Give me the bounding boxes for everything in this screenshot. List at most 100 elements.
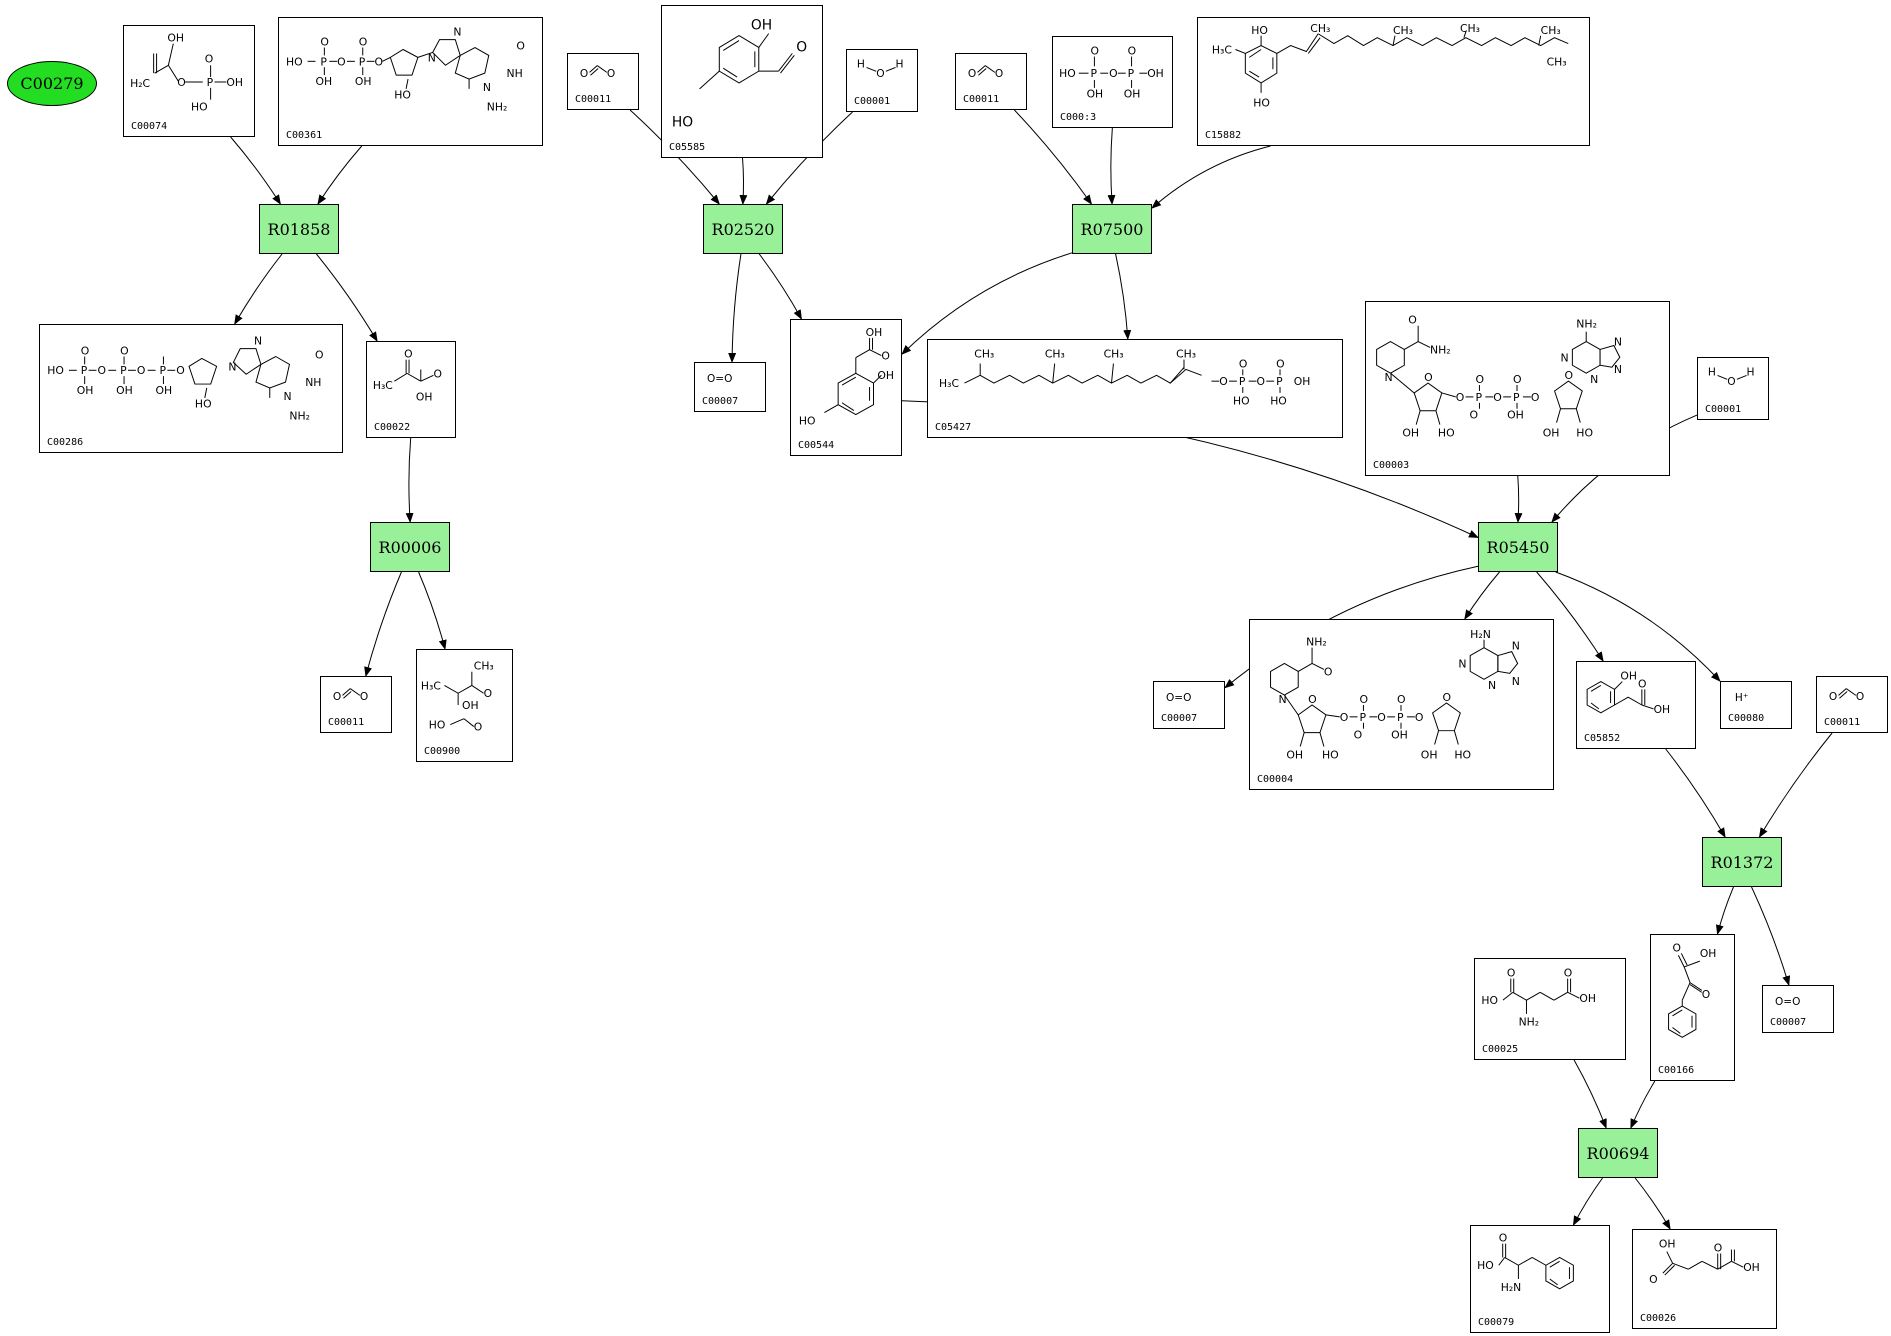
atom-label: OH: [1286, 748, 1303, 761]
compound-id: C00004: [1257, 774, 1294, 785]
compound-c00544[interactable]: OH O OH HO C00544: [790, 319, 902, 456]
compound-c00079[interactable]: O HO H₂N C00079: [1470, 1225, 1610, 1333]
structure-water: H O H: [1698, 358, 1768, 419]
atom-label: OH: [1743, 1261, 1760, 1274]
reaction-label: R01858: [267, 219, 331, 239]
atom-label: OH: [1659, 1238, 1676, 1251]
atom-label: NH₂: [487, 101, 508, 114]
atom-label: HO: [799, 414, 816, 427]
atom-label: OH: [1543, 426, 1560, 439]
compound-c00003[interactable]: O NH₂ NH₂ N N N N N O O P O P O O O O O …: [1365, 301, 1670, 476]
reaction-r01372[interactable]: R01372: [1702, 837, 1782, 887]
atom-label: P: [81, 364, 88, 377]
atom-label: O: [484, 687, 492, 700]
atom-label: OH: [116, 384, 133, 397]
compound-c00011[interactable]: O O C00011: [1816, 676, 1888, 733]
compound-c00074[interactable]: OH O HO OH H₂C O P C00074: [123, 25, 255, 137]
compound-id: C00080: [1728, 713, 1765, 724]
reaction-label: R02520: [711, 219, 775, 239]
atom-label: P: [1475, 391, 1482, 404]
atom-label: O: [796, 39, 807, 55]
compound-c05427[interactable]: CH₃ CH₃ CH₃ CH₃ H₃C O P O P OH O O HO HO…: [927, 339, 1343, 438]
edge-c00022-to-r00006: [405, 437, 414, 523]
compound-c00166[interactable]: O OH O C00166: [1650, 934, 1735, 1081]
atom-label: O: [1308, 693, 1317, 706]
compound-c00007[interactable]: O=O C00007: [1153, 681, 1225, 729]
compound-c00007[interactable]: O=O C00007: [694, 362, 766, 412]
atom-label: H₂N: [1501, 1281, 1522, 1294]
atom-label: O: [881, 350, 890, 363]
atom-label: OH: [1294, 375, 1311, 388]
atom-label: P: [120, 364, 127, 377]
atom-label: OH: [751, 18, 772, 34]
compound-c05852[interactable]: OH OH O C05852: [1576, 661, 1696, 749]
compound-c00011[interactable]: O O C00011: [567, 53, 639, 110]
atom-label: O: [97, 364, 106, 377]
compound-c15882[interactable]: HO CH₃ CH₃ CH₃ CH₃ H₃C CH₃ HO C15882: [1197, 17, 1590, 146]
compound-c00025[interactable]: O O HO OH NH₂ C00025: [1474, 958, 1626, 1060]
atom-label: HO: [191, 100, 208, 113]
atom-label: HO: [672, 114, 693, 130]
structure-nad: O NH₂ NH₂ N N N N N O O P O P O O O O O …: [1366, 302, 1669, 475]
edge-r01372-to-c00007_c: [1751, 886, 1791, 986]
reaction-r00694[interactable]: R00694: [1578, 1128, 1658, 1178]
edge-c15882-to-r07500: [1151, 145, 1271, 209]
reaction-r01858[interactable]: R01858: [259, 204, 339, 254]
atom-label: O: [1424, 371, 1433, 384]
compound-c00080[interactable]: H⁺ C00080: [1720, 681, 1792, 729]
reaction-r02520[interactable]: R02520: [703, 204, 783, 254]
structure-o2: O=O: [695, 363, 765, 411]
atom-label: O: [876, 67, 884, 80]
structure-diphosphate: O O HO P O P OH OH OH: [1053, 37, 1172, 127]
edge-r00694-to-c00026: [1634, 1177, 1671, 1230]
atom-label: O: [1714, 1242, 1722, 1255]
atom-label: OH: [315, 75, 332, 88]
reaction-r00006[interactable]: R00006: [370, 522, 450, 572]
atom-o: O: [1856, 690, 1864, 703]
compound-c00013[interactable]: O O HO P O P OH OH OH C000:3: [1052, 36, 1173, 128]
atom-label: O: [320, 36, 329, 49]
compound-id: C00074: [131, 121, 168, 132]
atom-label: N: [1614, 363, 1622, 376]
compound-c00011[interactable]: O O C00011: [320, 676, 392, 733]
compound-c00001[interactable]: H O H C00001: [1697, 357, 1769, 420]
edge-c00025-to-r00694: [1573, 1059, 1607, 1129]
compound-c00900[interactable]: H₃C CH₃ OH O HO O C00900: [416, 649, 513, 762]
compound-c00361[interactable]: HO P O P O O OH OH O HO N N N NH NH₂ O C…: [278, 17, 543, 146]
compound-c00001[interactable]: H O H C00001: [846, 49, 918, 112]
atom-label: OH: [226, 76, 243, 89]
compound-c00004[interactable]: NH₂ H₂N O N N N N N O O P O P O O O O O …: [1249, 619, 1554, 790]
compound-id: C00011: [575, 94, 612, 105]
atom-label: NH: [305, 376, 321, 389]
compound-id: C00003: [1373, 460, 1410, 471]
structure-dgdp: HO P O P O O OH OH O HO N N N NH NH₂ O: [279, 18, 542, 145]
atom-label: HO: [1322, 748, 1339, 761]
atom-label: O: [337, 55, 346, 68]
atom-label: O: [1564, 369, 1573, 382]
atom-label: OH: [156, 384, 173, 397]
atom-label: H₃C: [373, 379, 393, 392]
atom-label: P: [1128, 67, 1135, 80]
structure-nadh: NH₂ H₂N O N N N N N O O P O P O O O O O …: [1250, 620, 1553, 789]
atom-label: N: [254, 335, 262, 348]
reaction-r05450[interactable]: R05450: [1478, 522, 1558, 572]
reaction-r07500[interactable]: R07500: [1072, 204, 1152, 254]
atom-label: OH: [866, 326, 883, 339]
highlight-compound-c00279[interactable]: C00279: [7, 61, 97, 106]
atom-label: O: [205, 52, 213, 65]
atom-label: O: [1276, 357, 1284, 370]
atom-o: O: [333, 690, 341, 703]
structure-phenylpyruvate: O OH O: [1651, 935, 1734, 1080]
compound-c00286[interactable]: HO P O P O P O O OH OH OH O HO N N N NH …: [39, 324, 343, 453]
structure-oxoglutarate: OH O O OH O: [1633, 1230, 1776, 1328]
compound-c00022[interactable]: O H₃C OH O C00022: [366, 341, 456, 438]
compound-c00011[interactable]: O O C00011: [955, 53, 1027, 110]
atom-label: P: [1276, 375, 1283, 388]
compound-c00026[interactable]: OH O O OH O C00026: [1632, 1229, 1777, 1329]
edge-r07500-to-c05427: [1115, 253, 1132, 340]
atom-label: HO: [1481, 994, 1498, 1007]
atom-label: OH: [1620, 670, 1637, 683]
compound-c00007[interactable]: O=O C00007: [1762, 985, 1834, 1033]
atom-label: OH: [1421, 748, 1438, 761]
compound-c05585[interactable]: OH O HO C05585: [661, 5, 823, 158]
